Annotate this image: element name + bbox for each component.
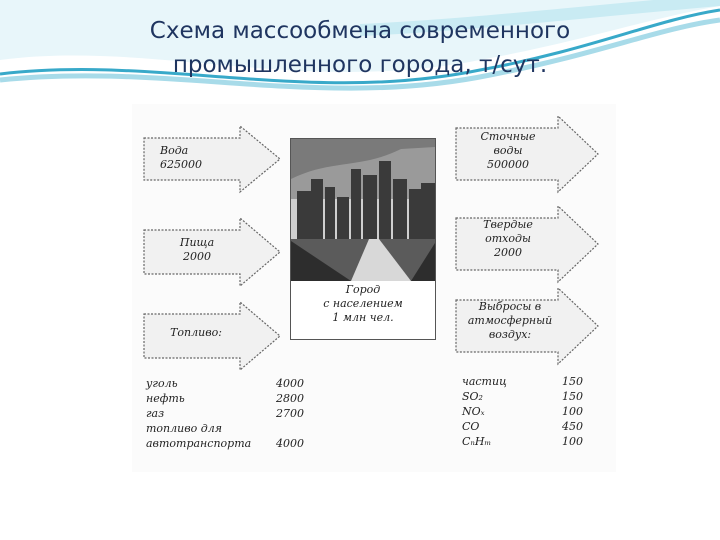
output-wastewater-value: 500000 bbox=[487, 158, 529, 171]
city-label-line2: с населением bbox=[323, 297, 403, 310]
fuel-row: топливо для bbox=[146, 421, 316, 436]
output-wastewater-line2: воды bbox=[493, 144, 523, 157]
city-label: Город с населением 1 млн чел. bbox=[291, 281, 435, 341]
emission-name: SO₂ bbox=[462, 390, 483, 403]
fuel-name: газ bbox=[146, 407, 165, 420]
output-label-solid-waste: Твердые отходы 2000 bbox=[458, 218, 558, 260]
input-water-value: 625000 bbox=[160, 158, 202, 171]
input-label-food: Пища 2000 bbox=[162, 236, 232, 264]
fuel-row: автотранспорта 4000 bbox=[146, 436, 316, 451]
emission-row: SO₂ 150 bbox=[462, 389, 602, 404]
slide-title: Схема массообмена современного промышлен… bbox=[40, 14, 680, 82]
top-wave-stripe bbox=[0, 8, 720, 85]
emission-name: NOₓ bbox=[462, 405, 485, 418]
fuel-value: 4000 bbox=[276, 437, 304, 450]
input-food-value: 2000 bbox=[183, 250, 211, 263]
city-label-line3: 1 млн чел. bbox=[332, 311, 394, 324]
output-arrow-solid-waste bbox=[455, 204, 599, 284]
fuel-row: уголь 4000 bbox=[146, 376, 316, 391]
emission-value: 150 bbox=[562, 390, 583, 403]
emission-name: частиц bbox=[462, 375, 507, 388]
output-emissions-line1: Выбросы в bbox=[478, 300, 542, 313]
fuel-name: топливо для bbox=[146, 422, 223, 435]
slide-title-line-2: промышленного города, т/сут. bbox=[172, 52, 548, 78]
output-solid-waste-line2: отходы bbox=[485, 232, 531, 245]
output-solid-waste-line1: Твердые bbox=[483, 218, 533, 231]
emission-name: CₙHₘ bbox=[462, 435, 492, 448]
output-emissions-line2: атмосферный bbox=[467, 314, 553, 327]
emission-value: 100 bbox=[562, 405, 583, 418]
emission-value: 150 bbox=[562, 375, 583, 388]
emission-value: 100 bbox=[562, 435, 583, 448]
input-arrow-food bbox=[143, 216, 281, 288]
emission-row: CO 450 bbox=[462, 419, 602, 434]
output-label-wastewater: Сточные воды 500000 bbox=[458, 130, 558, 172]
fuel-row: нефть 2800 bbox=[146, 391, 316, 406]
input-arrow-fuel bbox=[143, 300, 281, 372]
input-water-name: Вода bbox=[160, 144, 189, 157]
city-skyline-image bbox=[291, 139, 435, 281]
fuel-name: уголь bbox=[146, 377, 178, 390]
fuel-name: нефть bbox=[146, 392, 185, 405]
top-wave-stripe-3 bbox=[359, 0, 720, 36]
slide-title-line-1: Схема массообмена современного bbox=[149, 18, 571, 44]
output-emissions-line3: воздух: bbox=[488, 328, 532, 341]
city-label-line1: Город bbox=[345, 283, 381, 296]
fuel-value: 2800 bbox=[276, 392, 304, 405]
input-label-water: Вода 625000 bbox=[160, 144, 230, 172]
fuel-value: 4000 bbox=[276, 377, 304, 390]
input-fuel-name: Топливо: bbox=[170, 326, 222, 339]
fuel-value bbox=[276, 421, 316, 436]
output-arrow-wastewater bbox=[455, 114, 599, 194]
fuel-row: газ 2700 bbox=[146, 406, 316, 421]
fuel-name: автотранспорта bbox=[146, 437, 252, 450]
emissions-table: частиц 150 SO₂ 150 NOₓ 100 CO 450 CₙHₘ 100 bbox=[462, 374, 602, 449]
emission-row: частиц 150 bbox=[462, 374, 602, 389]
emission-row: CₙHₘ 100 bbox=[462, 434, 602, 449]
output-arrow-emissions bbox=[455, 286, 599, 366]
input-arrow-water bbox=[143, 124, 281, 194]
output-wastewater-line1: Сточные bbox=[480, 130, 536, 143]
emission-value: 450 bbox=[562, 420, 583, 433]
top-wave-stripe-2 bbox=[0, 17, 720, 91]
city-box: Город с населением 1 млн чел. bbox=[290, 138, 436, 340]
emission-name: CO bbox=[462, 420, 480, 433]
output-label-emissions: Выбросы в атмосферный воздух: bbox=[458, 300, 562, 342]
emission-row: NOₓ 100 bbox=[462, 404, 602, 419]
output-solid-waste-value: 2000 bbox=[494, 246, 522, 259]
input-label-fuel: Топливо: bbox=[156, 326, 236, 340]
input-food-name: Пища bbox=[179, 236, 215, 249]
fuel-value: 2700 bbox=[276, 407, 304, 420]
